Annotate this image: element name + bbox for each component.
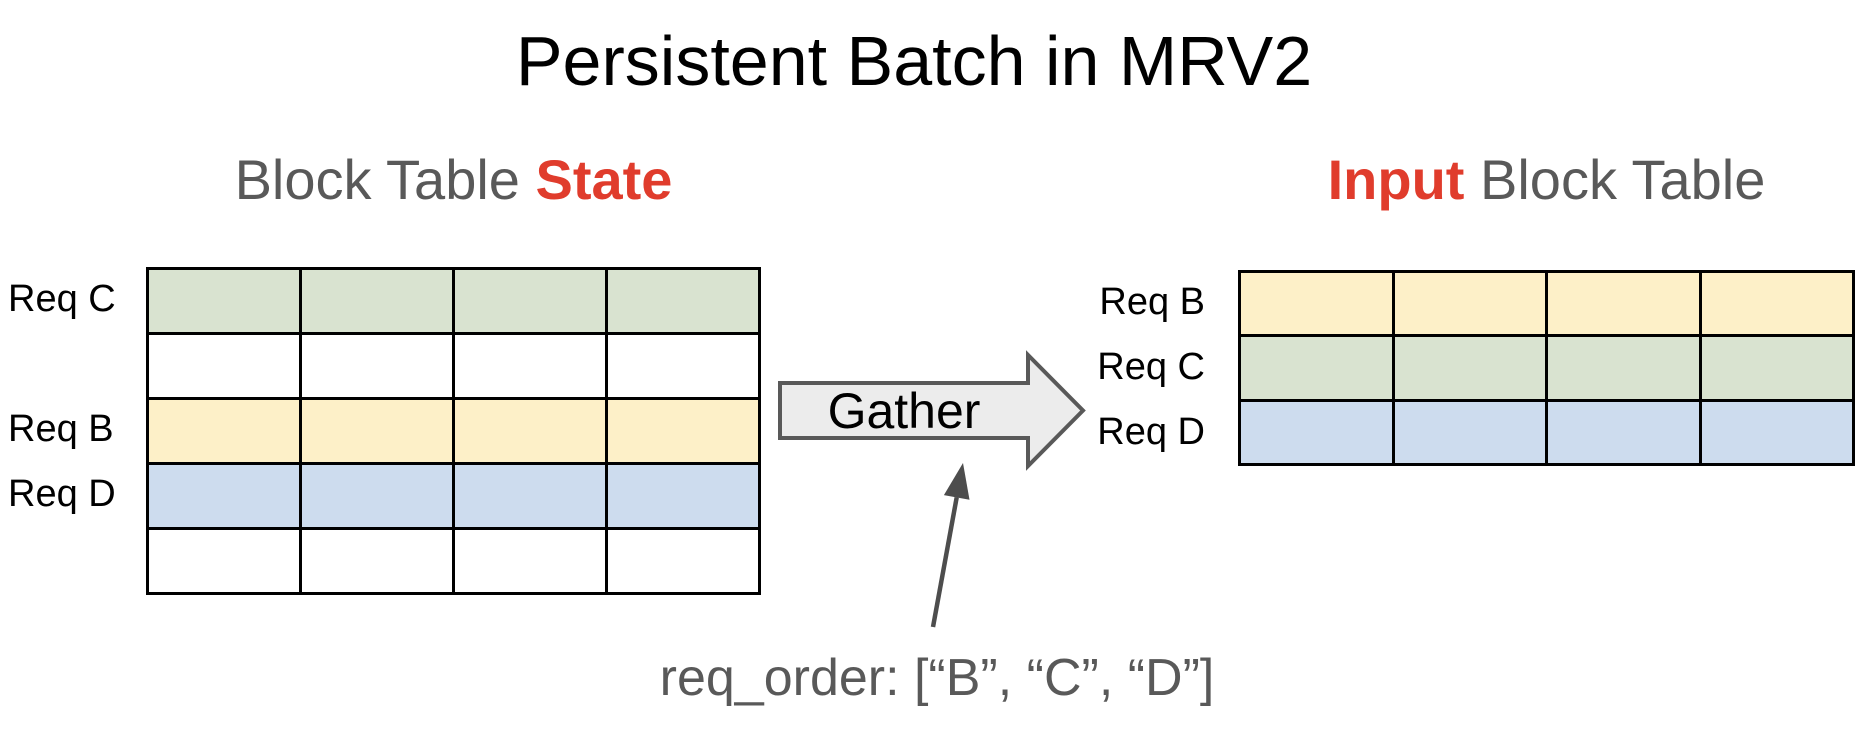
block-cell — [302, 530, 455, 592]
table-row — [149, 270, 758, 335]
block-cell — [608, 465, 758, 527]
row-label: Req B — [1099, 281, 1205, 323]
block-cell — [455, 530, 608, 592]
block-cell — [1548, 273, 1702, 335]
block-cell — [455, 465, 608, 527]
block-cell — [1548, 337, 1702, 399]
block-cell — [1241, 273, 1395, 335]
block-cell — [1241, 401, 1395, 463]
row-label: Req D — [1097, 411, 1205, 453]
block-cell — [302, 270, 455, 332]
row-label: Req C — [8, 278, 116, 320]
block-cell — [1548, 401, 1702, 463]
block-cell — [1702, 402, 1853, 463]
block-cell — [1702, 337, 1853, 398]
left-table-heading: Block Table State — [146, 152, 761, 208]
block-cell — [149, 270, 302, 332]
block-cell — [608, 400, 758, 462]
row-label: Req B — [8, 408, 114, 450]
block-cell — [1395, 273, 1548, 335]
block-cell — [1395, 337, 1548, 399]
block-cell — [608, 335, 758, 397]
req-order-text: req_order: [“B”, “C”, “D”] — [659, 649, 1215, 707]
annotation-arrow-line — [930, 496, 959, 628]
left-heading-text: Block Table — [234, 148, 536, 211]
input-block-table — [1238, 270, 1855, 466]
left-heading-highlight: State — [535, 148, 673, 211]
block-cell — [455, 400, 608, 462]
block-cell — [302, 465, 455, 527]
block-cell — [149, 465, 302, 527]
table-row — [149, 400, 758, 465]
annotation-arrowhead — [943, 463, 970, 500]
block-cell — [302, 335, 455, 397]
row-label: Req C — [1097, 346, 1205, 388]
block-cell — [149, 400, 302, 462]
block-cell — [608, 270, 758, 332]
right-heading-highlight: Input — [1327, 148, 1465, 211]
table-row — [1241, 337, 1853, 402]
block-cell — [302, 400, 455, 462]
diagram-title: Persistent Batch in MRV2 — [515, 22, 1313, 100]
block-table-state — [146, 267, 761, 595]
table-row — [1241, 401, 1853, 463]
block-cell — [1241, 337, 1395, 399]
gather-label: Gather — [827, 382, 981, 439]
row-label: Req D — [8, 473, 116, 515]
block-cell — [1702, 273, 1853, 334]
table-row — [149, 335, 758, 400]
right-heading-text: Block Table — [1464, 148, 1766, 211]
block-cell — [1395, 401, 1548, 463]
table-row — [149, 465, 758, 530]
block-cell — [149, 335, 302, 397]
block-cell — [149, 530, 302, 592]
table-row — [1241, 273, 1853, 338]
right-table-heading: Input Block Table — [1238, 152, 1855, 208]
block-cell — [455, 335, 608, 397]
block-cell — [455, 270, 608, 332]
block-cell — [608, 530, 758, 592]
table-row — [149, 530, 758, 592]
